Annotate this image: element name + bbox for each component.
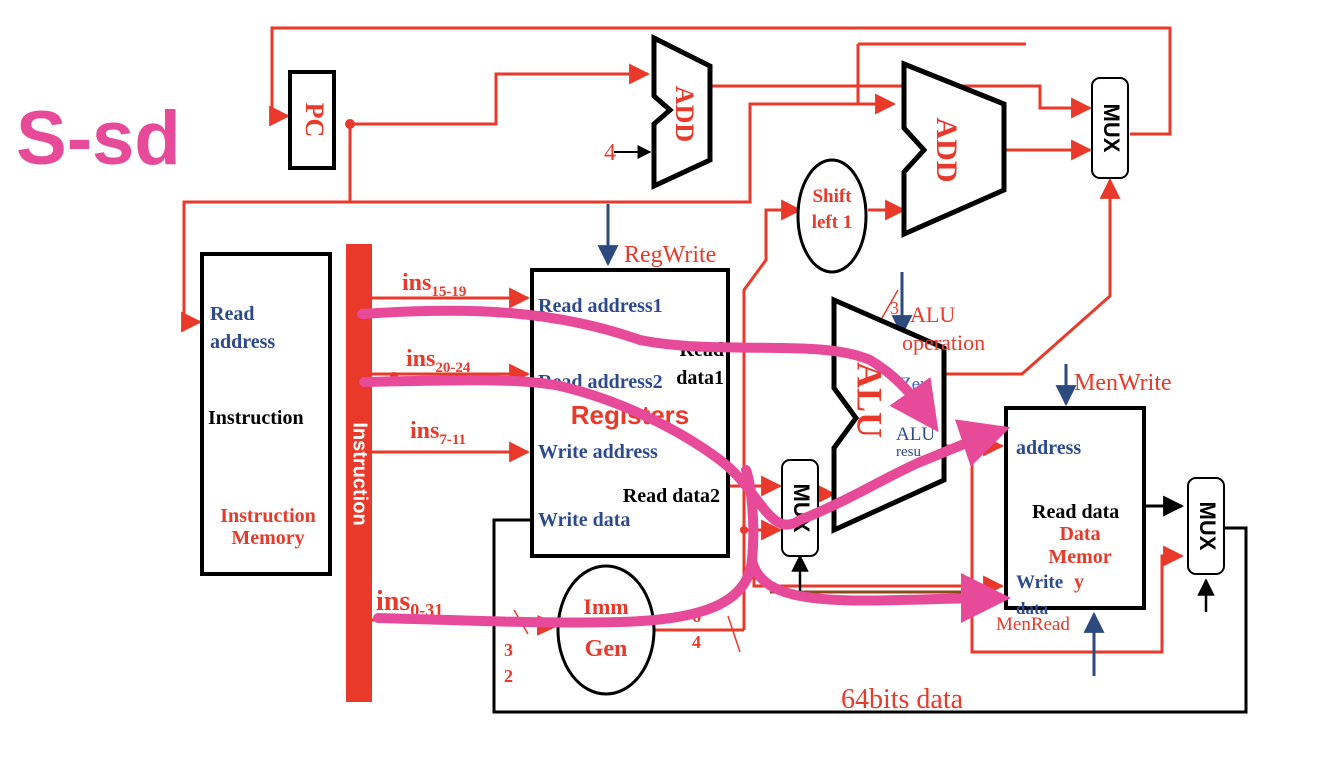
data-memory-box	[1004, 406, 1146, 610]
field-rd: ins7-11	[410, 418, 466, 448]
reg-read-data2: Read data2	[623, 485, 720, 507]
alu-op-2: operation	[902, 330, 985, 355]
imm-out-bits-2: 4	[692, 632, 701, 652]
field-rs1: ins15-19	[402, 270, 466, 300]
add-top-shape	[651, 33, 713, 190]
shift-left-line1: Shift	[812, 186, 852, 207]
dm-read-control: MenRead	[996, 614, 1070, 635]
reg-write-control: RegWrite	[624, 242, 716, 268]
im-name-1: Instruction	[220, 505, 316, 527]
dm-name-3: y	[1074, 571, 1084, 593]
pc-box	[288, 70, 336, 170]
alu-result-2: resu	[896, 444, 921, 460]
instruction-memory-box	[200, 252, 332, 576]
im-instruction-port: Instruction	[208, 407, 304, 429]
mux-wb-shape	[1187, 477, 1225, 575]
instruction-bus	[346, 244, 372, 702]
dm-read-data: Read data	[1032, 501, 1119, 523]
dm-name-1: Data	[1059, 523, 1100, 545]
imm-in-bits-2: 2	[504, 666, 513, 686]
alu-op-slash	[881, 289, 899, 319]
bus-label: 64bits data	[841, 684, 964, 715]
imm-gen-line2: Gen	[585, 636, 628, 662]
dm-write-control: MenWrite	[1074, 370, 1172, 396]
add-top-const: 4	[604, 140, 616, 166]
imm-junction	[740, 526, 748, 534]
field-rs2: ins20-24	[406, 346, 471, 376]
reg-read-address1: Read address1	[538, 295, 663, 317]
mux-branch-label: MUX	[1099, 104, 1124, 153]
highlight-rs2	[359, 375, 1011, 530]
highlight-rs1	[357, 305, 939, 433]
dm-write-data-1: Write	[1016, 572, 1063, 593]
imm-gen-line1: Imm	[583, 594, 628, 619]
alu-result-1: ALU	[896, 424, 935, 445]
imm-in-bits-1: 3	[504, 640, 513, 660]
im-name-2: Memory	[231, 527, 304, 549]
highlight-paths	[357, 305, 1011, 628]
imm-gen-shape	[556, 564, 656, 696]
instruction-bus-label: Instruction	[349, 422, 371, 525]
im-read-address-2: address	[210, 331, 275, 353]
im-read-address-1: Read	[210, 303, 254, 325]
alu-op-1: ALU	[910, 302, 955, 327]
dm-address: address	[1016, 437, 1081, 459]
shift-left-shape	[796, 158, 868, 274]
imm-out-slash	[727, 615, 741, 653]
add-branch-shape	[901, 60, 1007, 238]
highlight-imm	[373, 465, 759, 628]
reg-read-data1-2: data1	[676, 367, 724, 389]
shift-left-line2: left 1	[812, 212, 853, 233]
alu-op-bits: 3	[890, 298, 899, 318]
reg-write-data: Write data	[538, 509, 630, 531]
reg-write-address: Write address	[538, 441, 658, 463]
add-branch-label: ADD	[930, 118, 963, 183]
black-wires	[492, 145, 1248, 714]
slide-title: S-sd	[16, 96, 181, 181]
mux-wb-label: MUX	[1195, 502, 1220, 551]
control-lines	[597, 204, 1105, 676]
dm-write-data-2: data	[1016, 599, 1049, 618]
dm-name-2: Memor	[1048, 546, 1111, 568]
highlight-write	[747, 555, 1011, 624]
pc-junction	[345, 119, 355, 129]
pc-label: PC	[300, 103, 329, 138]
mux-branch-shape	[1091, 77, 1129, 179]
add-top-label: ADD	[670, 86, 699, 142]
